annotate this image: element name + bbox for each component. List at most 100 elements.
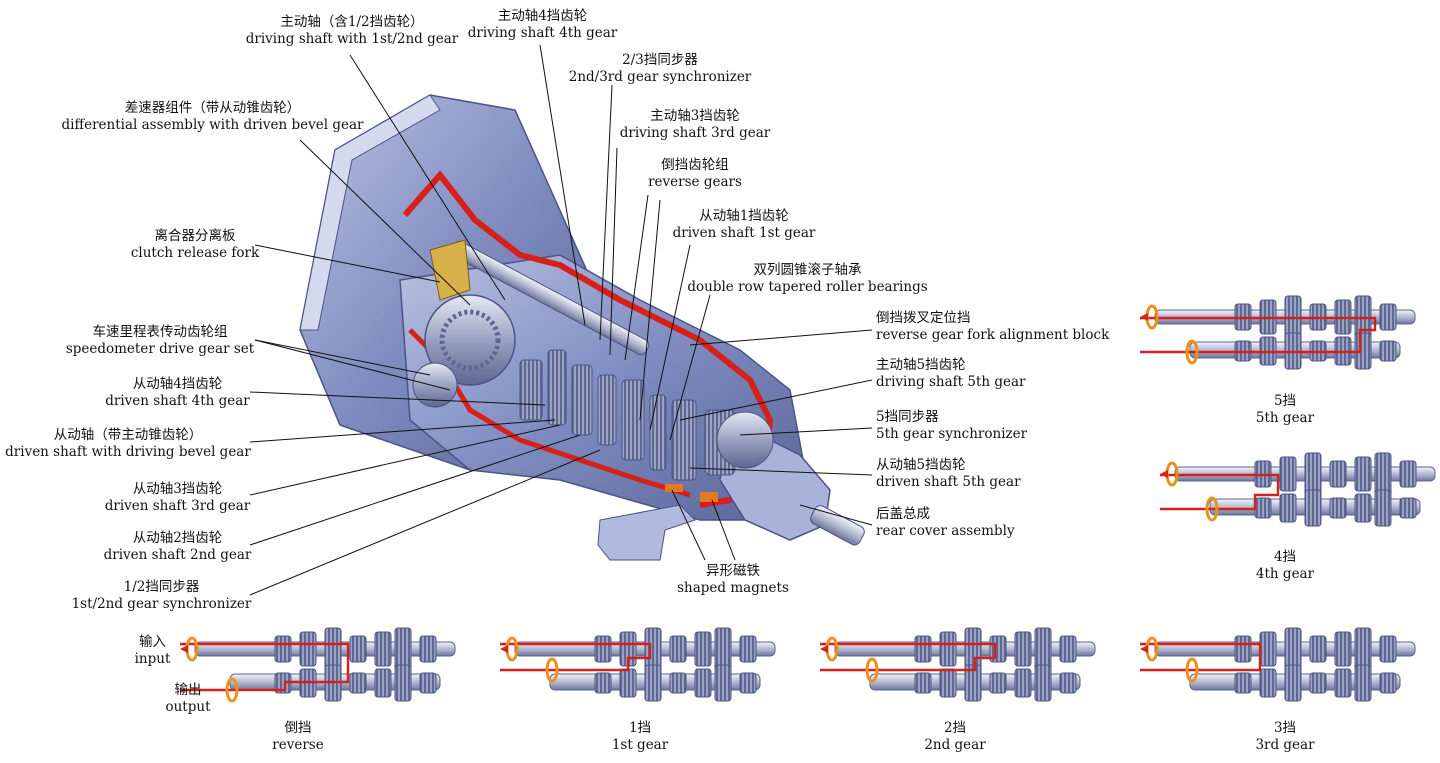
output-arrow-icon <box>225 677 239 703</box>
power-flow-line <box>180 642 350 692</box>
label-cn: 车速里程表传动齿轮组 <box>92 324 228 340</box>
gear <box>1304 452 1322 496</box>
label-cn: 1/2挡同步器 <box>123 579 200 595</box>
gear-train-gear3 <box>1140 627 1416 702</box>
gear <box>1059 672 1077 694</box>
gear <box>1034 627 1052 671</box>
gear <box>374 668 392 698</box>
gear <box>1309 672 1327 694</box>
leader-lines <box>249 44 873 596</box>
power-flow-line <box>820 642 997 672</box>
gear <box>1334 631 1352 667</box>
label-cn: 后盖总成 <box>876 506 930 522</box>
label-driving-shaft-12: 主动轴（含1/2挡齿轮） driving shaft with 1st/2nd … <box>242 14 462 48</box>
label-en: speedometer drive gear set <box>65 341 255 357</box>
label-differential: 差速器组件（带从动锥齿轮） differential assembly with… <box>60 100 365 134</box>
gear <box>914 672 932 694</box>
label-reverse-gears: 倒挡齿轮组 reverse gears <box>640 157 750 191</box>
output-arrow-icon <box>865 657 879 683</box>
label-cn: 从动轴4挡齿轮 <box>132 376 223 392</box>
label-en: driven shaft with driving bevel gear <box>5 444 251 460</box>
gear-train-gear1 <box>500 627 776 702</box>
label-en: reverse gears <box>648 174 742 190</box>
caption-cn: 5挡 <box>1273 393 1297 409</box>
gear <box>374 631 392 667</box>
bell-housing-rim <box>299 94 441 331</box>
label-cn: 双列圆锥滚子轴承 <box>753 262 862 278</box>
label-en: double row tapered roller bearings <box>687 279 928 295</box>
gear <box>1279 456 1297 492</box>
mount-bracket <box>597 504 696 561</box>
caption-gear1: 1挡 1st gear <box>595 720 685 754</box>
gear <box>714 664 732 702</box>
output-arrow-icon <box>1205 496 1219 522</box>
caption-en: reverse <box>272 737 324 753</box>
gear <box>914 635 932 663</box>
caption-cn: 4挡 <box>1273 549 1297 565</box>
caption-en: 4th gear <box>1255 566 1315 582</box>
label-driven-shaft-2: 从动轴2挡齿轮 driven shaft 2nd gear <box>100 530 255 564</box>
caption-gear2: 2挡 2nd gear <box>910 720 1000 754</box>
power-flow-line <box>1160 473 1280 511</box>
gear <box>1259 668 1277 698</box>
gear <box>324 627 342 671</box>
gear <box>1379 303 1397 331</box>
label-cn: 离合器分离板 <box>154 228 236 244</box>
gear <box>1284 627 1302 671</box>
label-cn: 2/3挡同步器 <box>622 52 698 68</box>
caption-cn: 倒挡 <box>284 720 312 736</box>
gear <box>1379 635 1397 663</box>
input-arrowhead-icon <box>820 645 828 653</box>
label-cn: 主动轴3挡齿轮 <box>650 108 740 124</box>
caption-cn: 1挡 <box>628 720 652 736</box>
power-flow-line <box>1140 642 1262 672</box>
label-cn: 倒挡齿轮组 <box>661 157 729 173</box>
clutch-fork <box>429 239 471 301</box>
gear <box>694 668 712 698</box>
input-arrowhead-icon <box>1140 645 1148 653</box>
label-sync-5: 5挡同步器 5th gear synchronizer <box>876 409 1027 443</box>
label-en: driving shaft 5th gear <box>876 374 1026 390</box>
gear <box>989 672 1007 694</box>
gear <box>1284 664 1302 702</box>
label-en: driven shaft 1st gear <box>672 225 816 241</box>
label-rear-cover: 后盖总成 rear cover assembly <box>876 506 1015 540</box>
gear <box>1034 664 1052 702</box>
label-cn: 从动轴1挡齿轮 <box>699 208 789 224</box>
label-cn: 从动轴5挡齿轮 <box>876 457 966 473</box>
label-reverse-fork-block: 倒挡拨叉定位挡 reverse gear fork alignment bloc… <box>876 310 1109 344</box>
output-arrow-icon <box>545 657 559 683</box>
label-speedometer: 车速里程表传动齿轮组 speedometer drive gear set <box>60 324 260 358</box>
label-en: driven shaft 5th gear <box>876 474 1021 490</box>
gear <box>1379 340 1397 362</box>
label-en: reverse gear fork alignment block <box>876 327 1110 343</box>
gear <box>394 627 412 671</box>
fifth-gear <box>716 411 774 469</box>
gear <box>1354 664 1372 702</box>
label-driven-shaft-3: 从动轴3挡齿轮 driven shaft 3rd gear <box>100 481 255 515</box>
label-cn: 差速器组件（带从动锥齿轮） <box>124 100 301 116</box>
gear <box>1399 460 1417 488</box>
gear <box>1234 635 1252 663</box>
gear <box>1014 668 1032 698</box>
input-arrow-icon <box>1145 636 1159 662</box>
label-cn: 5挡同步器 <box>876 409 939 425</box>
gear <box>1059 635 1077 663</box>
gear <box>939 631 957 667</box>
gear <box>644 627 662 671</box>
input-arrow-icon <box>505 636 519 662</box>
gear <box>419 635 437 663</box>
gear <box>1254 497 1272 519</box>
gear <box>1309 635 1327 663</box>
gear <box>739 635 757 663</box>
label-driven-shaft-5: 从动轴5挡齿轮 driven shaft 5th gear <box>876 457 1021 491</box>
gear <box>669 635 687 663</box>
input-arrowhead-icon <box>500 645 508 653</box>
label-cn: 输入 <box>139 634 166 650</box>
label-driving-shaft-3: 主动轴3挡齿轮 driving shaft 3rd gear <box>615 108 775 142</box>
caption-gear3: 3挡 3rd gear <box>1240 720 1330 754</box>
gear <box>739 672 757 694</box>
gear <box>394 664 412 702</box>
gear <box>964 664 982 702</box>
